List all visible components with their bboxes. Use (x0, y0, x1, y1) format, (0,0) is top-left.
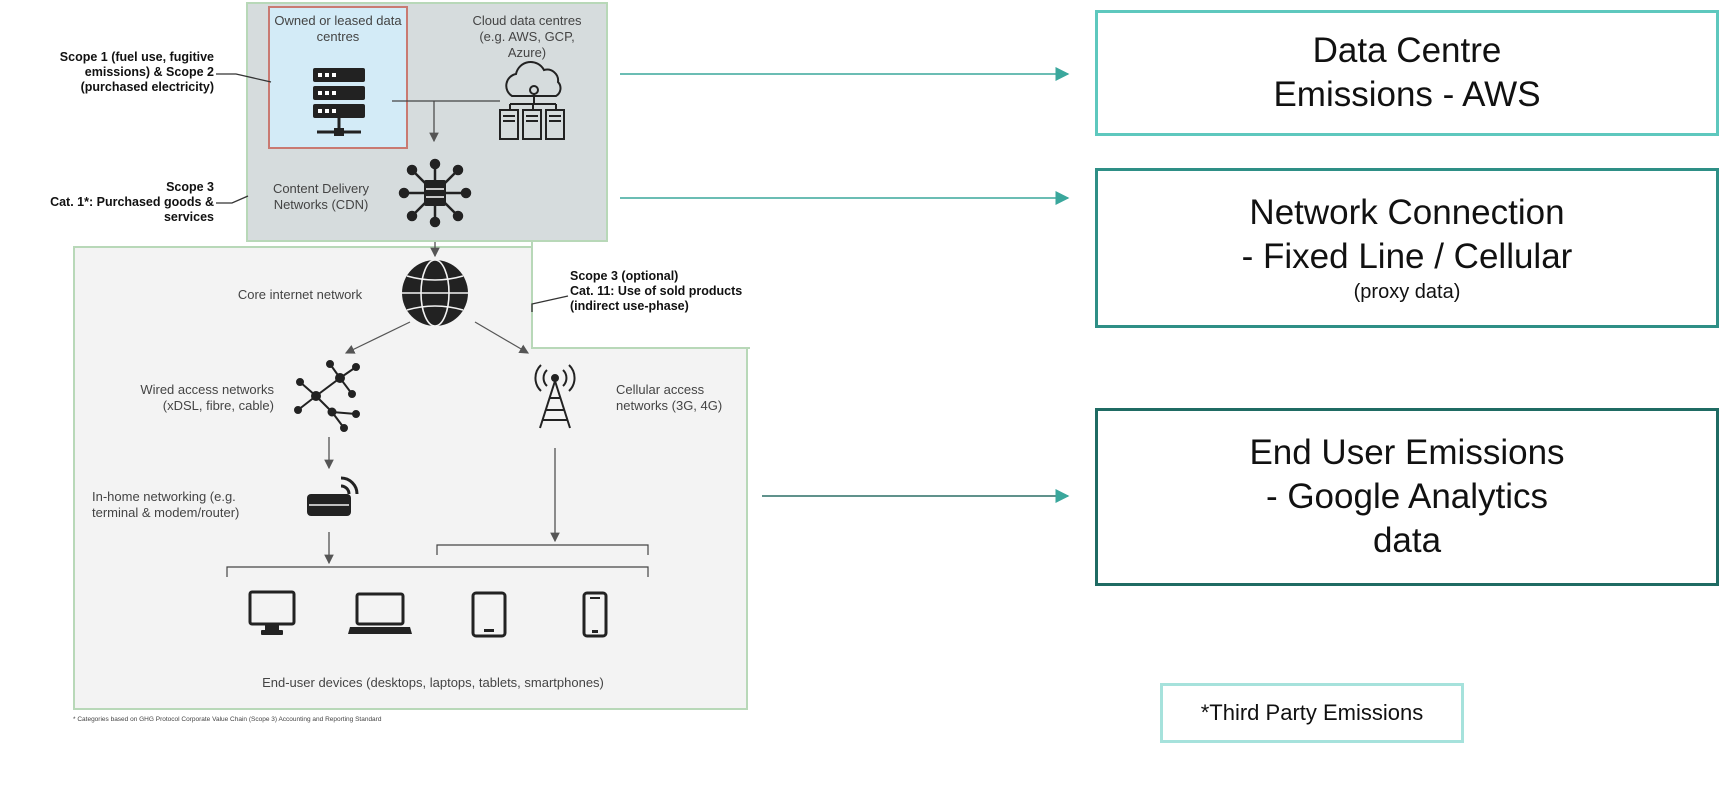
wired-network-icon (294, 360, 360, 432)
scope3-optional-title: Scope 3 (optional) (570, 269, 679, 283)
core-network-label: Core internet network (237, 287, 363, 302)
cloud-dc-label: Cloud data centres (e.g. AWS, GCP, Azure… (472, 13, 582, 60)
network-connection-subtitle: - Fixed Line / Cellular (1241, 237, 1573, 276)
data-centre-subtitle: Emissions - AWS (1273, 75, 1541, 114)
laptop-icon (348, 592, 412, 634)
end-user-devices-label: End-user devices (desktops, laptops, tab… (262, 675, 604, 690)
inhome-networking-label: In-home networking (e.g. terminal & mode… (92, 489, 240, 520)
network-proxy-note: (proxy data) (1353, 281, 1461, 303)
data-centre-emissions-box: Data Centre Emissions - AWS (1095, 10, 1719, 136)
globe-icon (402, 259, 468, 327)
tablet-icon (471, 591, 507, 638)
end-user-title: End User Emissions (1249, 433, 1565, 472)
cdn-icon (398, 158, 472, 228)
footnote: * Categories based on GHG Protocol Corpo… (73, 716, 382, 723)
router-icon (307, 476, 359, 516)
end-user-subtitle-2: data (1372, 521, 1442, 560)
scope3-title: Scope 3 (166, 180, 214, 194)
third-party-emissions-box: *Third Party Emissions (1160, 683, 1464, 743)
end-user-zone-notch (531, 240, 750, 349)
server-icon (313, 68, 365, 136)
owned-dc-label: Owned or leased data centres (274, 13, 402, 44)
scope12-label: Scope 1 (fuel use, fugitive emissions) &… (59, 50, 214, 94)
scope3-cat11-label: Cat. 11: Use of sold products (indirect … (570, 284, 743, 313)
scope3-cat1-label: Cat. 1*: Purchased goods & services (50, 195, 214, 224)
network-connection-title: Network Connection (1249, 193, 1565, 232)
cloud-servers-icon (499, 60, 565, 140)
cdn-label: Content Delivery Networks (CDN) (272, 181, 370, 212)
wired-access-label: Wired access networks (xDSL, fibre, cabl… (140, 382, 274, 413)
network-connection-box: Network Connection - Fixed Line / Cellul… (1095, 168, 1719, 328)
end-user-subtitle: - Google Analytics (1265, 477, 1549, 516)
cell-tower-icon (534, 364, 576, 429)
cellular-access-label: Cellular access networks (3G, 4G) (616, 382, 723, 413)
data-centre-title: Data Centre (1312, 31, 1502, 70)
smartphone-icon (582, 591, 608, 638)
end-user-emissions-box: End User Emissions - Google Analytics da… (1095, 408, 1719, 586)
third-party-label: *Third Party Emissions (1200, 700, 1424, 725)
desktop-icon (248, 590, 296, 635)
